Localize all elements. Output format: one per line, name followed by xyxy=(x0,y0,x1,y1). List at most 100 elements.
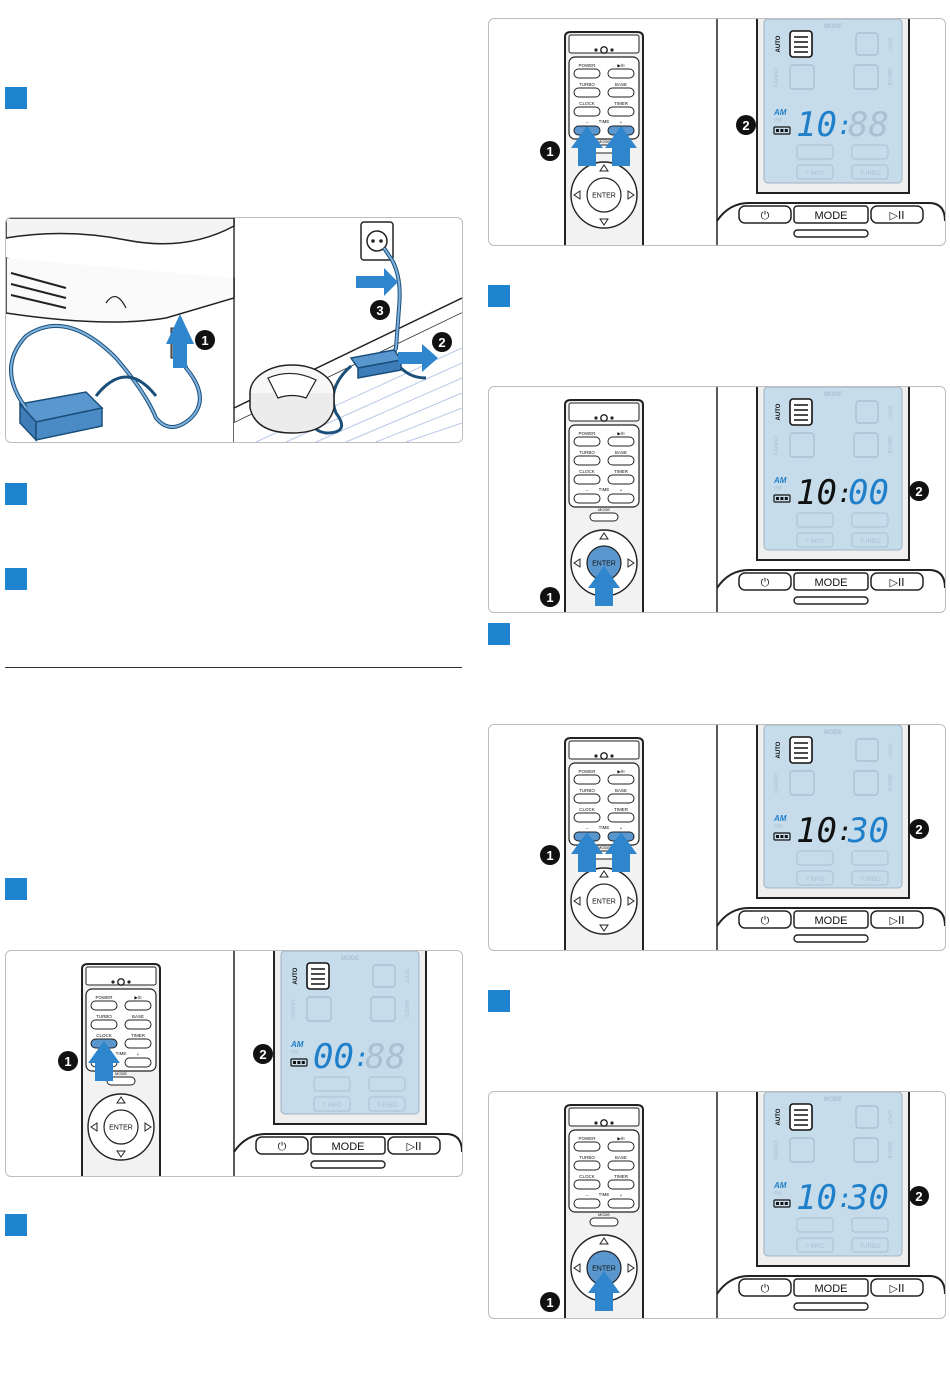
remote-timer-button xyxy=(607,1179,635,1190)
lcd-play-icon xyxy=(851,850,889,866)
lcd-waste-icon xyxy=(853,64,879,90)
lcd-info-box xyxy=(796,1237,834,1253)
lcd-pm-label: PM xyxy=(291,1050,299,1056)
remote-turbo-button xyxy=(573,793,601,804)
callout-marker xyxy=(909,1186,929,1206)
remote-right-arrow-icon xyxy=(627,558,635,568)
lcd-battery-icon xyxy=(773,832,791,841)
callout-3: 3 xyxy=(376,303,383,318)
robot-lower-edge xyxy=(233,1133,462,1153)
lcd-carpet-icon xyxy=(306,996,332,1022)
remote-timer-button xyxy=(607,474,635,485)
lcd-waste-label: WASTE xyxy=(403,1000,409,1018)
robot-mode-label: MODE xyxy=(815,1283,848,1295)
remote-turbo-button-label: TURBO xyxy=(579,82,595,87)
remote-mode-label: MODE xyxy=(598,507,610,512)
lcd-mode-label: MODE xyxy=(824,730,842,736)
lcd-waste-label: WASTE xyxy=(886,436,892,454)
robot-mode-button xyxy=(793,1278,869,1297)
remote-play-button-label: ▶/II xyxy=(134,995,141,1000)
lcd-spot-label: SPOT xyxy=(886,405,892,419)
robot-handle xyxy=(793,1302,869,1311)
remote-enter-label: ENTER xyxy=(109,1125,133,1132)
lcd-hours: 10 xyxy=(796,105,837,145)
remote-base-button xyxy=(124,1019,152,1030)
remote-clock-button-label: CLOCK xyxy=(579,1174,595,1179)
lcd-hours: 00 xyxy=(313,1037,354,1077)
remote-mode-label: MODE xyxy=(598,845,610,850)
remote-left-arrow-icon xyxy=(573,558,581,568)
remote-timer-button xyxy=(124,1038,152,1049)
lcd-auto-label: AUTO xyxy=(293,967,299,984)
lcd-turbo-box xyxy=(851,1237,889,1253)
remote-time-label: TIME xyxy=(116,1051,127,1056)
remote-mode-button xyxy=(589,1217,619,1227)
lcd-turbo-label: TURBO xyxy=(860,539,881,545)
remote-play-button xyxy=(607,436,635,447)
lcd-battery-bar xyxy=(776,1202,779,1205)
callout-1: 1 xyxy=(201,333,208,348)
remote-turbo-button xyxy=(573,87,601,98)
remote-mode-button xyxy=(589,512,619,522)
lcd-battery-icon xyxy=(773,1199,791,1208)
remote-enter-label: ENTER xyxy=(592,899,616,906)
lcd-minutes: 88 xyxy=(365,1037,406,1077)
lcd-colon: : xyxy=(837,1184,853,1214)
clock-step-panel-1: POWER▶/IITURBOBASECLOCKTIMER–+TIMEMODEEN… xyxy=(5,950,463,1177)
remote-enter-button xyxy=(586,883,622,919)
lcd-pm-label: PM xyxy=(774,824,782,830)
remote-mode-label: MODE xyxy=(115,1071,127,1076)
lcd-battery-icon xyxy=(773,126,791,135)
robot-mode-label: MODE xyxy=(815,915,848,927)
remote-base-button-label: BASE xyxy=(132,1014,144,1019)
remote-turbo-button-label: TURBO xyxy=(96,1014,112,1019)
remote-power-button-label: POWER xyxy=(578,63,596,68)
remote-turbo-button-label: TURBO xyxy=(579,1155,595,1160)
callout-number: 2 xyxy=(915,484,922,499)
remote-led-icon xyxy=(600,414,608,422)
lcd-turbo-box xyxy=(368,1096,406,1112)
remote-power-button-label: POWER xyxy=(578,769,596,774)
lcd-auto-icon xyxy=(306,962,330,990)
robot-play-button xyxy=(870,572,924,591)
remote-timer-button-label: TIMER xyxy=(614,101,629,106)
robot-lower-edge xyxy=(716,569,945,589)
lcd-spot-label: SPOT xyxy=(886,37,892,51)
lcd-clock-icon xyxy=(313,1076,351,1092)
lcd-battery-bar xyxy=(780,1202,784,1205)
remote-led-dot xyxy=(127,980,131,984)
lcd-waste-label: WASTE xyxy=(886,68,892,86)
step-marker xyxy=(488,623,510,645)
lcd-play-icon xyxy=(851,512,889,528)
robot-play-button xyxy=(387,1136,441,1155)
remote-base-button-label: BASE xyxy=(615,788,627,793)
press-arrow-icon xyxy=(88,1041,120,1081)
remote-led-dot xyxy=(610,754,614,758)
lcd-play-icon xyxy=(851,144,889,160)
lcd-hours: 10 xyxy=(796,1178,837,1218)
lcd-carpet-label: CARPET xyxy=(774,67,780,87)
robot-play-icon: ▷II xyxy=(890,576,905,589)
lcd-battery-bar xyxy=(784,129,788,132)
remote-time-plus-button-label: + xyxy=(620,120,623,125)
adapter-illustration: 1 3 2 xyxy=(5,217,463,443)
remote-clock-button-label: CLOCK xyxy=(579,807,595,812)
section-divider xyxy=(5,667,462,668)
lcd-am-label: AM xyxy=(290,1040,304,1049)
lcd-waste-icon xyxy=(853,1137,879,1163)
remote-power-button xyxy=(573,68,601,79)
robot-play-button xyxy=(870,1278,924,1297)
lcd-carpet-icon xyxy=(789,1137,815,1163)
remote-time-label: TIME xyxy=(599,825,610,830)
remote-led-dot xyxy=(610,48,614,52)
lcd-battery-bar xyxy=(780,129,784,132)
callout-marker xyxy=(909,481,929,501)
step-marker xyxy=(5,568,27,590)
lcd-minutes: 88 xyxy=(848,105,889,145)
lcd-info-box xyxy=(796,164,834,180)
remote-base-button-label: BASE xyxy=(615,450,627,455)
lcd-battery-icon xyxy=(773,494,791,503)
remote-time-minus-button-label: – xyxy=(586,488,589,493)
